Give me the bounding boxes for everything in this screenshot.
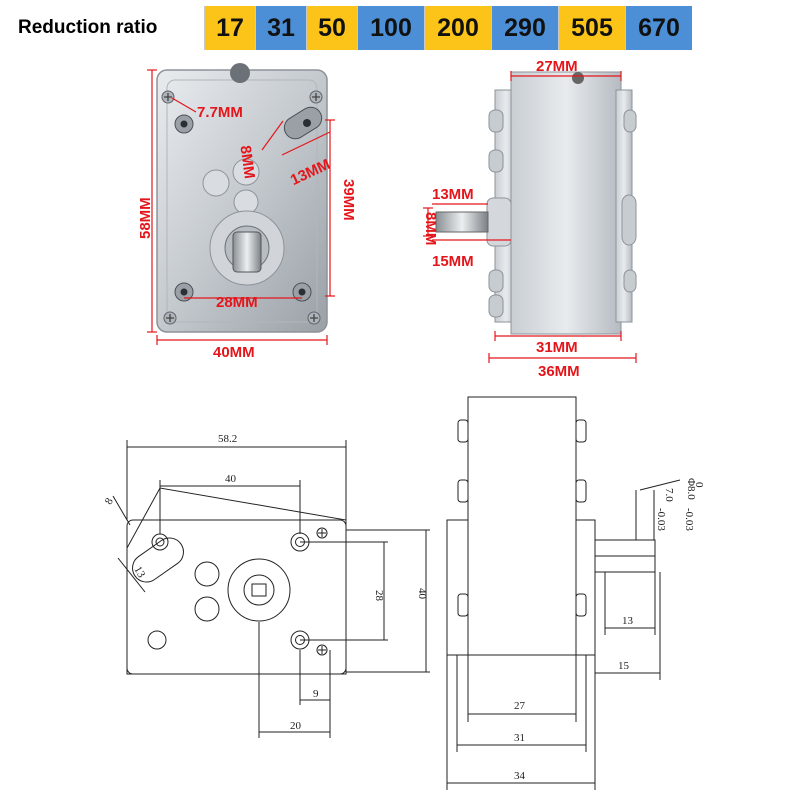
photo-side-view: 27MM 13MM 8MM 15MM 31MM 36MM [422,58,637,380]
reduction-ratio-title: Reduction ratio [18,6,204,50]
dim-drawing-top-spacing: 40 [225,473,237,485]
dim-side-top: 27MM [536,58,578,75]
ratio-cell: 505 [558,6,625,50]
dim-side-shaft-dia: 8MM [422,212,439,245]
drawing-side-labels: 27 31 34 13 15 Φ8.0 7.0 -0.03 -0.03 0 [514,478,705,782]
dim-front-height: 58MM [137,197,154,239]
dim-drawing-flat: 7.0 [663,488,675,502]
dim-drawing-34: 34 [514,770,526,782]
dim-drawing-small: 9 [313,688,319,700]
dim-drawing-shaft-13: 13 [622,615,634,627]
dim-front-hole-spacing: 28MM [216,294,258,311]
dim-front-slot-width: 8MM [236,144,257,179]
dim-side-shaft-len1: 13MM [432,186,474,203]
dim-drawing-hole-spacing: 28 [373,590,385,602]
dim-side-body: 31MM [536,339,578,356]
ratio-cell: 200 [424,6,491,50]
dim-drawing-tol-b: -0.03 [683,508,695,531]
dim-drawing-tol-c: 0 [693,482,705,488]
photo-front-view: 7.7MM 8MM 13MM 58MM 40MM 28MM 39MM [137,63,357,361]
ratio-cell: 50 [306,6,357,50]
ratio-cell: 290 [491,6,558,50]
reduction-ratio-table: Reduction ratio 17 31 50 100 200 290 505… [18,6,692,50]
dim-drawing-31: 31 [514,732,525,744]
dim-drawing-shaft-15: 15 [618,660,630,672]
dim-drawing-height: 40 [416,588,428,600]
dim-drawing-27: 27 [514,700,526,712]
ratio-cell: 31 [255,6,306,50]
screw-icon [309,90,323,104]
dim-drawing-tol-a: -0.03 [655,508,667,531]
drawing-front-labels: 58.2 40 8 13 28 40 9 20 [103,433,428,732]
dim-front-width: 40MM [213,344,255,361]
screw-icon [161,90,175,104]
dim-drawing-slot-width: 8 [103,496,116,507]
screw-icon [307,311,321,325]
dim-drawing-shaft-offset: 20 [290,720,302,732]
ratio-cell: 670 [625,6,692,50]
screw-icon [163,311,177,325]
ratio-cell: 100 [357,6,424,50]
dim-front-right-height: 39MM [340,179,357,221]
dim-drawing-total-width: 58.2 [218,433,237,445]
dim-drawing-shaft-dia: Φ8.0 [685,478,697,500]
ratio-cell: 17 [204,6,255,50]
dim-side-shaft-len2: 15MM [432,253,474,270]
dim-side-total: 36MM [538,363,580,380]
drawing-front-view [112,440,430,738]
drawing-side-view [446,396,681,790]
dim-front-hole: 7.7MM [197,104,243,121]
